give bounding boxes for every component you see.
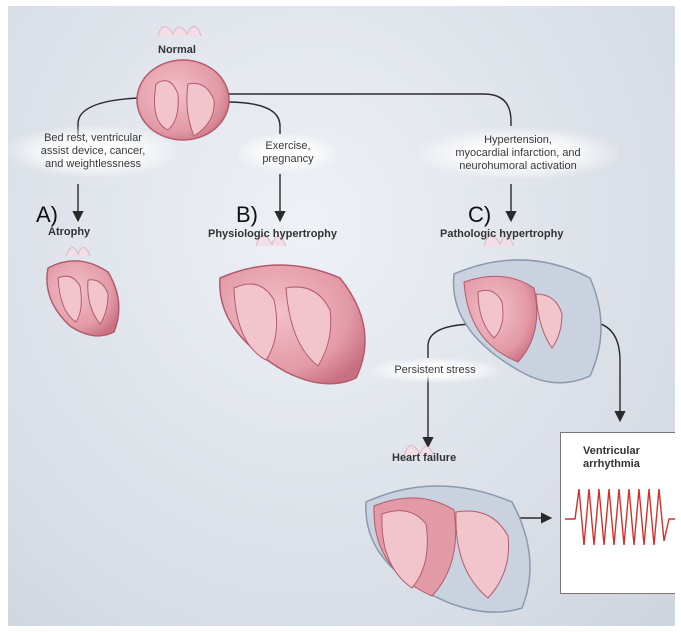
letter-c: C) (468, 202, 491, 228)
label-physiologic-hypertrophy: Physiologic hypertrophy (208, 228, 337, 240)
label-normal: Normal (158, 44, 196, 56)
letter-a: A) (36, 202, 58, 228)
heart-failure-icon (366, 445, 530, 612)
label-heart-failure: Heart failure (392, 452, 456, 464)
letter-b: B) (236, 202, 258, 228)
heart-physiologic-icon (220, 235, 365, 383)
label-atrophy-causes: Bed rest, ventricular assist device, can… (8, 126, 178, 177)
diagram-canvas: Normal Bed rest, ventricular assist devi… (8, 6, 675, 626)
label-exercise-causes: Exercise, pregnancy (238, 134, 338, 172)
label-hypertension-causes: Hypertension, myocardial infarction, and… (418, 128, 618, 179)
arrhythmia-panel: Ventricular arrhythmia (560, 432, 675, 594)
label-pathologic-hypertrophy: Pathologic hypertrophy (440, 228, 563, 240)
label-persistent-stress: Persistent stress (370, 358, 500, 383)
label-atrophy: Atrophy (48, 226, 90, 238)
heart-atrophy-icon (47, 247, 119, 335)
ecg-trace-icon (561, 433, 675, 593)
